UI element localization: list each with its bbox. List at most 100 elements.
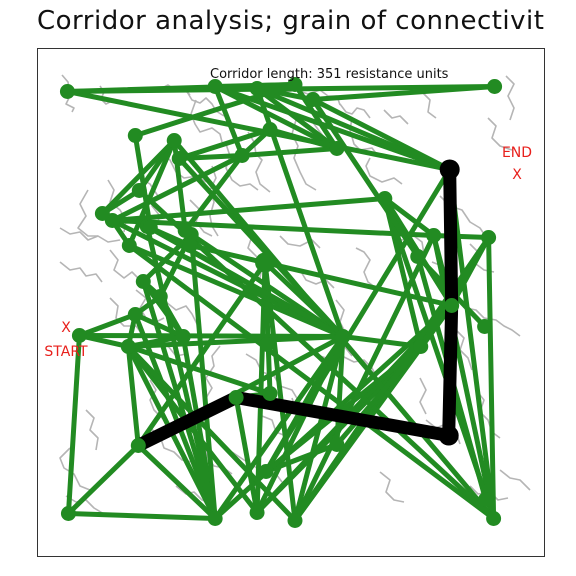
corridor-length-annotation: Corridor length: 351 resistance units: [210, 67, 449, 82]
network-node: [152, 289, 168, 304]
network-node: [329, 141, 345, 156]
network-node: [377, 191, 393, 206]
start-label: START: [44, 344, 88, 360]
network-edge: [65, 511, 218, 521]
network-node: [426, 228, 442, 243]
network-edge: [176, 127, 273, 161]
network-nodes: [59, 77, 503, 528]
network-edge: [109, 196, 388, 223]
network-edge: [182, 153, 245, 233]
network-node: [177, 223, 193, 238]
network-edge: [132, 312, 218, 521]
corridor-segment: [443, 163, 459, 312]
corridor-node: [255, 252, 276, 273]
network-node: [486, 511, 502, 526]
network-edges: [64, 82, 498, 523]
network-edge: [254, 86, 453, 172]
network-node: [207, 511, 223, 526]
network-edge: [125, 344, 141, 448]
network-edge: [431, 233, 492, 240]
network-node: [487, 79, 503, 94]
network-edge: [64, 89, 453, 172]
end-label: END: [502, 145, 532, 161]
network-edge: [126, 243, 346, 339]
network-node: [329, 437, 345, 452]
network-node: [182, 238, 198, 253]
network-node: [166, 133, 182, 148]
network-edge: [65, 443, 141, 516]
network-node: [258, 464, 274, 479]
network-edge: [212, 84, 340, 151]
network-node: [94, 206, 110, 221]
network-node: [142, 220, 158, 235]
network-edge: [188, 232, 218, 521]
network-edge: [310, 97, 453, 172]
network-edge: [109, 218, 437, 238]
network-edge: [147, 225, 346, 339]
axes-frame: [37, 48, 545, 557]
network-node: [335, 329, 351, 344]
network-edge: [176, 156, 346, 339]
network-edge: [109, 153, 245, 223]
network-edge: [132, 82, 298, 138]
network-node: [477, 319, 493, 334]
network-node: [259, 337, 275, 352]
network-node: [135, 274, 151, 289]
network-node: [410, 249, 426, 264]
network-edge: [187, 243, 455, 308]
end-marker: X: [512, 167, 522, 183]
network-edge: [233, 395, 260, 515]
network-node: [175, 329, 191, 344]
network-edge: [263, 167, 453, 474]
corridor-node: [438, 425, 459, 446]
network-node: [59, 84, 75, 99]
network-edge: [125, 334, 346, 349]
network-edge: [76, 312, 138, 338]
network-node: [60, 506, 76, 521]
network-edge: [310, 97, 421, 259]
network-edge: [135, 260, 268, 448]
network-edge: [292, 233, 437, 523]
corridor-segment: [229, 391, 456, 442]
network-edge: [254, 86, 340, 151]
network-edge: [135, 443, 218, 521]
least-cost-corridor: [131, 163, 459, 452]
network-node: [262, 122, 278, 137]
network-edge: [382, 196, 424, 349]
network-node: [249, 505, 265, 520]
network-node: [287, 77, 303, 92]
network-edge: [176, 153, 245, 161]
network-edge: [212, 84, 245, 158]
network-edge: [334, 334, 346, 447]
network-edge: [340, 334, 424, 349]
network-edge: [99, 138, 177, 216]
network-edge: [382, 196, 437, 238]
network-edge: [126, 243, 497, 521]
network-edge: [132, 312, 186, 339]
network-node: [171, 151, 187, 166]
corridor-node: [439, 159, 460, 180]
network-node: [481, 230, 497, 245]
network-edge: [144, 224, 218, 521]
network-node: [120, 339, 136, 354]
network-edge: [334, 344, 424, 447]
network-edge: [263, 442, 340, 474]
network-node: [130, 438, 146, 453]
network-edge: [132, 133, 153, 230]
network-node: [287, 513, 303, 528]
network-edge: [310, 84, 498, 102]
network-node: [444, 298, 460, 313]
network-node: [262, 386, 278, 401]
network-edge: [125, 344, 260, 515]
network-edge: [125, 344, 298, 523]
network-node: [249, 81, 265, 96]
network-edge: [65, 333, 82, 516]
network-node: [71, 328, 87, 343]
network-node: [234, 148, 250, 163]
network-edge: [239, 146, 340, 158]
corridor-segment: [131, 391, 243, 452]
network-node: [131, 183, 147, 198]
network-node: [207, 79, 223, 94]
network-edge: [486, 235, 497, 521]
chart-title: Corridor analysis; grain of connectivit: [37, 6, 545, 36]
